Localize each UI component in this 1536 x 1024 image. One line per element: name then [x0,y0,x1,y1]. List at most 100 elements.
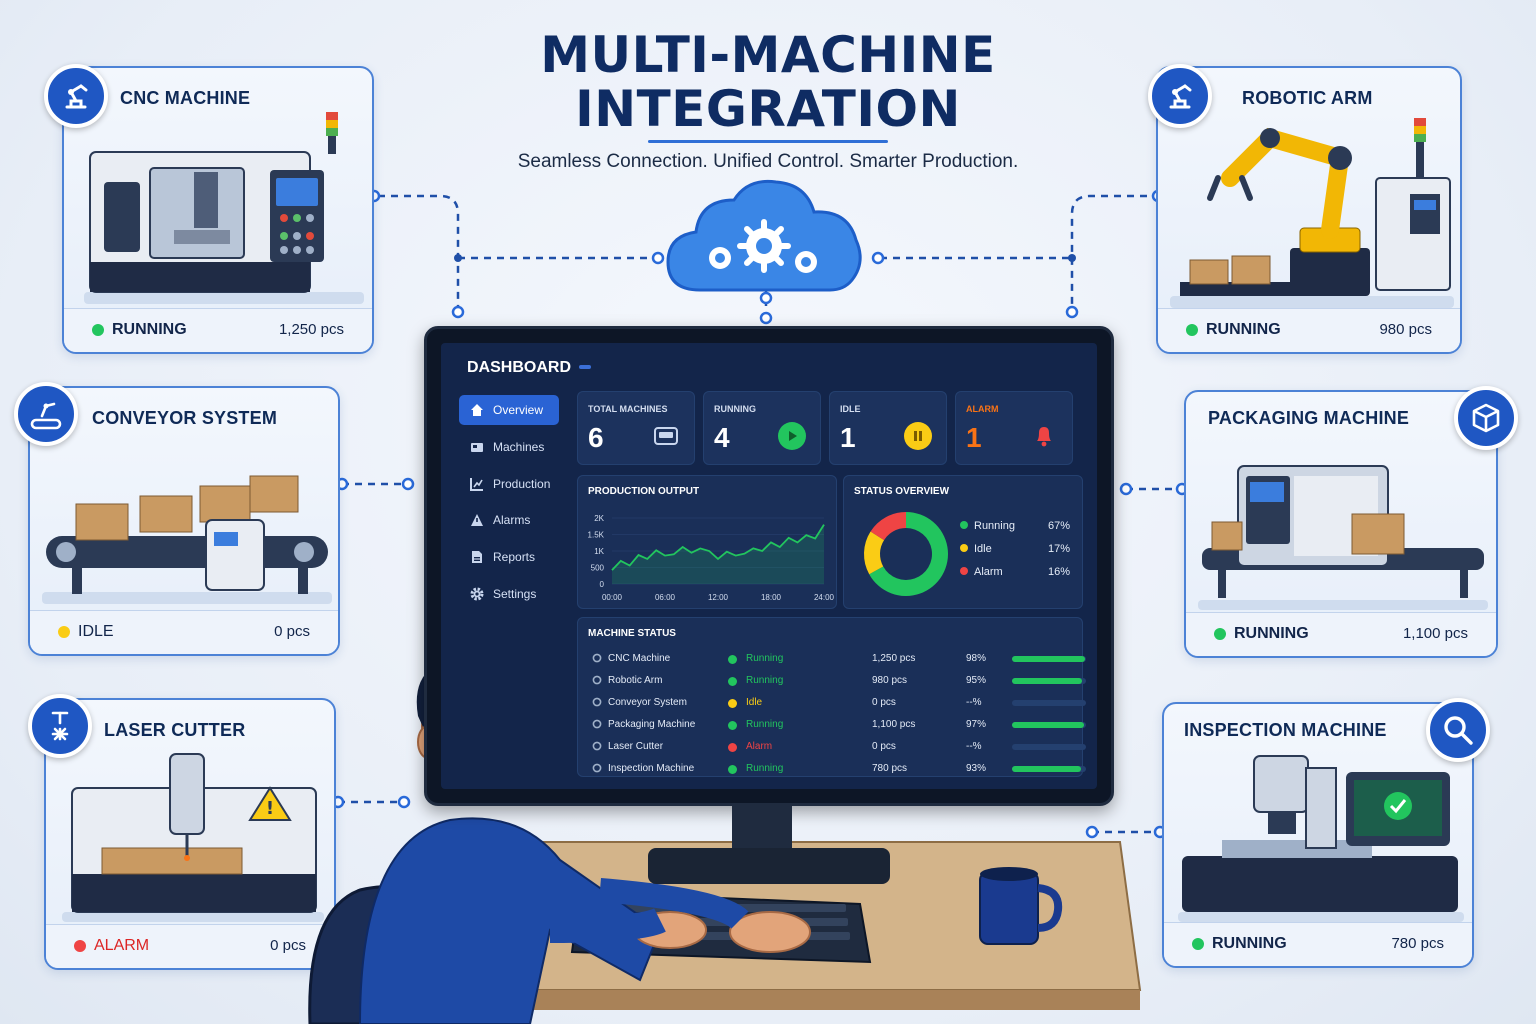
svg-text:!: ! [266,798,274,819]
machine-status: RUNNING [1186,321,1281,339]
nav-label: Overview [493,403,544,417]
machine-card-cnc[interactable]: CNC MACHINE RUNNING 1,250 pcs [62,66,374,354]
progress-track [1012,700,1086,706]
kpi-total-machines[interactable]: TOTAL MACHINES 6 [577,391,695,465]
machine-row-count: 0 pcs [872,741,896,752]
warning-icon [469,512,485,528]
machine-row-pct: --% [966,697,982,708]
conveyor-illustration [42,475,332,604]
machine-row-icon [592,719,602,732]
conveyor-robot-icon [14,382,78,446]
machine-row-status: Running [746,653,784,664]
machine-row-status: Idle [746,697,763,708]
machine-row-icon [592,675,602,688]
status-dot-running [1214,628,1226,640]
legend-label: Running [974,520,1015,532]
laser-icon [28,694,92,758]
machine-card-packaging[interactable]: PACKAGING MACHINE RUNNING 1,100 pcs [1184,390,1498,658]
nav-item-settings[interactable]: Settings [459,579,559,609]
table-row[interactable]: Conveyor System Idle 0 pcs --% [588,692,1086,714]
nav-item-reports[interactable]: Reports [459,542,559,572]
nav-item-alarms[interactable]: Alarms [459,505,559,535]
machine-row-name: CNC Machine [608,653,671,664]
status-dot-idle [58,626,70,638]
kpi-idle[interactable]: IDLE 1 [829,391,947,465]
kpi-value: 4 [714,422,730,453]
status-label: RUNNING [1212,935,1287,952]
monitor-stand [732,806,792,856]
status-donut-chart [864,512,948,596]
machine-status: IDLE [58,623,114,641]
machine-card-conveyor[interactable]: CONVEYOR SYSTEM IDLE 0 pcs [28,386,340,656]
machine-row-name: Robotic Arm [608,675,663,686]
kpi-label: ALARM [966,404,999,414]
machine-row-name: Conveyor System [608,697,687,708]
machine-row-status: Running [746,763,784,774]
progress-track [1012,766,1086,772]
piece-count: 1,100 pcs [1402,625,1468,642]
machine-status: RUNNING [92,321,187,339]
title-underline [648,140,888,143]
title-line-1: MULTI-MACHINE [540,26,996,84]
machine-card-laser[interactable]: LASER CUTTER ! ALARM 0 pcs [44,698,336,970]
kpi-label: TOTAL MACHINES [588,404,668,414]
piece-count: 1,250 pcs [278,321,344,338]
x-tick-label: 24:00 [814,593,835,602]
piece-count: 780 pcs [1391,935,1444,952]
machine-icon [652,422,680,450]
progress-fill [1012,656,1085,662]
status-label: RUNNING [112,321,187,338]
gear-icon [469,586,485,602]
nav-label: Settings [493,587,537,601]
machine-card-title: PACKAGING MACHINE [1208,408,1410,428]
y-tick-label: 1.5K [588,531,605,540]
machine-row-name: Inspection Machine [608,763,695,774]
machine-card-title: ROBOTIC ARM [1242,88,1373,108]
machine-card-title: CONVEYOR SYSTEM [92,408,278,428]
x-tick-label: 00:00 [602,593,623,602]
magnifier-icon [1426,698,1490,762]
nav-item-overview[interactable]: Overview [459,395,559,425]
kpi-alarm[interactable]: ALARM 1 [955,391,1073,465]
machine-card-footer: RUNNING 780 pcs [1164,922,1472,966]
status-overview-panel: STATUS OVERVIEW Running 67% Idle 17% Ala… [843,475,1083,609]
x-tick-label: 06:00 [655,593,676,602]
machine-row-name: Laser Cutter [608,741,664,752]
machine-row-pct: 98% [966,653,987,664]
nav-item-production[interactable]: Production [459,469,559,499]
nav-item-machines[interactable]: Machines [459,432,559,462]
laser-cutter-illustration: ! [62,753,324,922]
slice-alarm [870,512,906,541]
monitor: DASHBOARD Overview Machines Production A… [424,326,1114,806]
panel-title: STATUS OVERVIEW [854,486,950,497]
robotic-arm-illustration [1170,118,1454,308]
machine-row-count: 0 pcs [872,697,896,708]
kpi-running[interactable]: RUNNING 4 [703,391,821,465]
kpi-value: 1 [966,422,982,453]
machine-card-robotic-arm[interactable]: ROBOTIC ARM RUNNING 980 pcs [1156,66,1462,354]
progress-track [1012,678,1086,684]
machine-card-inspection[interactable]: INSPECTION MACHINE RUNNING 780 pcs [1162,702,1474,968]
kpi-value: 1 [840,422,856,453]
machine-row-count: 1,100 pcs [872,719,916,730]
y-tick-label: 1K [594,547,604,556]
dashboard-title: DASHBOARD [467,359,571,376]
title-line-2: INTEGRATION [575,80,961,138]
machine-row-pct: --% [966,741,982,752]
bell-icon [1030,422,1058,450]
operator-scene [308,817,1142,1024]
box-icon [1454,386,1518,450]
cnc-machine-illustration [84,112,364,304]
legend-label: Idle [974,543,992,555]
legend-value: 17% [1048,543,1071,555]
status-label: IDLE [78,623,114,640]
legend-alarm: Alarm 16% [960,566,1070,578]
page-title: MULTI-MACHINE INTEGRATION [0,28,1536,136]
y-tick-label: 2K [594,514,604,523]
